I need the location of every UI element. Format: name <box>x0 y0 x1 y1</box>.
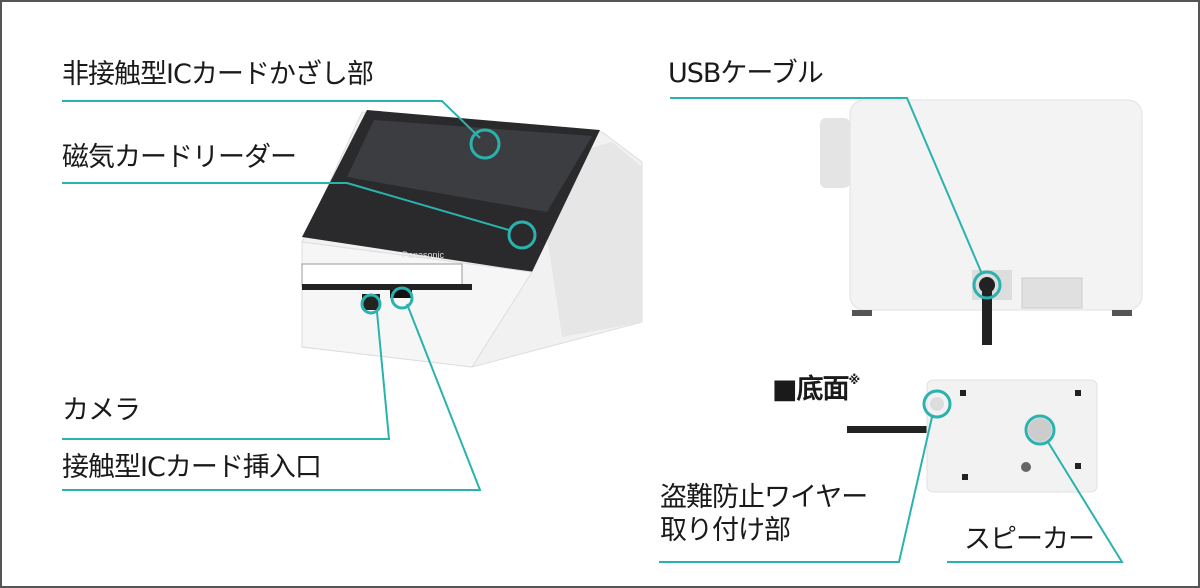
label-contactless-ic: 非接触型ICカードかざし部 <box>62 59 374 90</box>
label-contact-ic-slot: 接触型ICカード挿入口 <box>62 452 322 483</box>
leader-usb <box>670 97 983 275</box>
label-anti-theft-line2: 取り付け部 <box>660 515 791 546</box>
leader-speaker <box>947 441 1124 563</box>
bottom-heading: ■底面 <box>772 374 850 405</box>
leader-magnetic-reader <box>62 182 510 231</box>
leader-anti-theft <box>659 416 933 563</box>
note-mark: ※ <box>848 373 861 387</box>
label-camera: カメラ <box>62 395 141 426</box>
leader-camera <box>62 311 391 440</box>
terminal-rear-view <box>820 99 1143 345</box>
label-usb-cable: USBケーブル <box>668 58 824 89</box>
label-speaker: スピーカー <box>964 524 1095 555</box>
leader-contactless-ic <box>62 100 481 139</box>
label-magnetic-reader: 磁気カードリーダー <box>62 142 297 173</box>
leader-contact-ic-slot <box>62 303 482 491</box>
label-bottom-view: ■底面※ <box>772 373 861 405</box>
device-logo: Panasonic <box>402 250 445 260</box>
label-anti-theft-line1: 盗難防止ワイヤー <box>660 482 868 513</box>
leader-lines <box>62 97 1124 563</box>
terminal-front-view: Panasonic <box>301 110 643 368</box>
terminal-bottom-view <box>847 379 1098 493</box>
